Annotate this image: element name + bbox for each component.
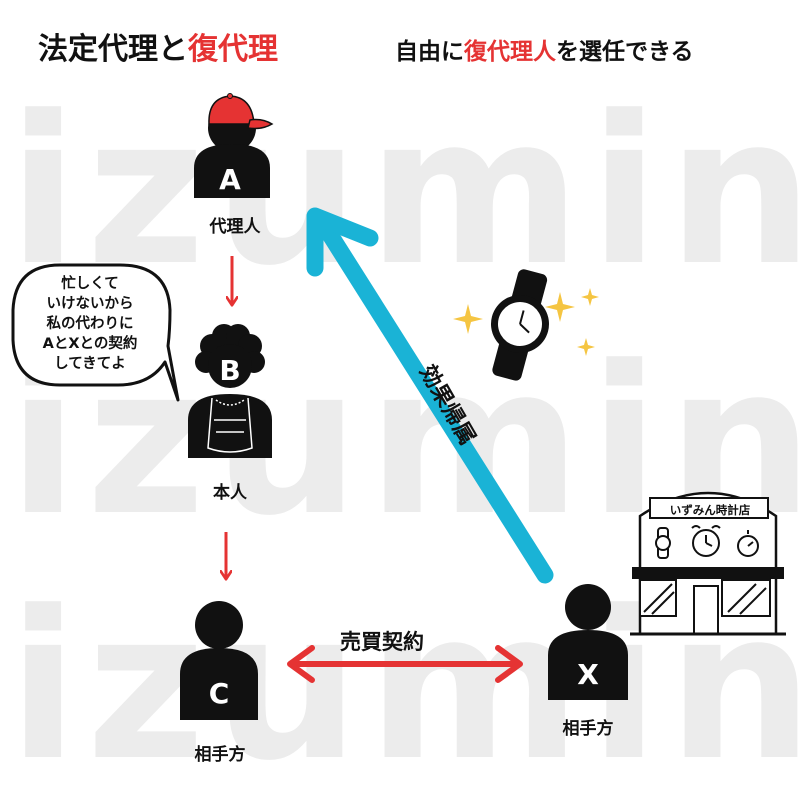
page-subtitle: 自由に復代理人を選任できる [395, 32, 694, 66]
shop-sign: いずみん時計店 [669, 503, 751, 517]
person-c-label: 相手方 [194, 745, 246, 765]
cap-icon [208, 93, 274, 130]
speech-bubble [11, 263, 180, 402]
stopwatch-icon [737, 530, 759, 557]
person-x-letter: X [577, 658, 599, 691]
person-c-figure [180, 601, 258, 720]
sparkle-icon [453, 288, 599, 356]
effect-arrow [306, 207, 554, 584]
person-b-label: 本人 [213, 483, 247, 503]
person-c-letter: C [209, 677, 230, 710]
person-x-label: 相手方 [562, 719, 614, 739]
bubble-line: 私の代わりに [46, 316, 134, 332]
subtitle-highlight: 復代理人 [464, 39, 556, 65]
shop-icon [630, 491, 786, 636]
bubble-line: いけないから [46, 296, 134, 312]
speech-bubble-text: 忙しくて いけないから 私の代わりに AとXとの契約 してきてよ [20, 274, 160, 374]
apron-icon [207, 397, 253, 453]
shop-window [639, 579, 771, 635]
person-b-figure [188, 324, 272, 458]
contract-arrow [287, 645, 523, 683]
title-part: 法定代理と [38, 32, 188, 67]
subtitle-part: を選任できる [556, 39, 694, 65]
shop-watch-icon [655, 527, 671, 559]
subtitle-part: 自由に [395, 39, 464, 65]
bubble-line: してきてよ [54, 356, 126, 372]
person-a-label: 代理人 [209, 217, 261, 237]
watch-icon [491, 269, 549, 381]
watermark-text: izumin [8, 73, 800, 311]
alarm-clock-icon [691, 525, 721, 557]
bubble-line: AとXとの契約 [42, 336, 138, 352]
page-title: 法定代理と復代理 [38, 24, 278, 68]
title-highlight: 復代理 [188, 32, 278, 67]
person-a-letter: A [219, 163, 241, 196]
person-a-figure [194, 93, 274, 198]
contract-label: 売買契約 [340, 630, 424, 654]
person-b-letter: B [219, 354, 240, 387]
person-x-figure [548, 584, 628, 700]
bubble-line: 忙しくて [61, 276, 119, 292]
